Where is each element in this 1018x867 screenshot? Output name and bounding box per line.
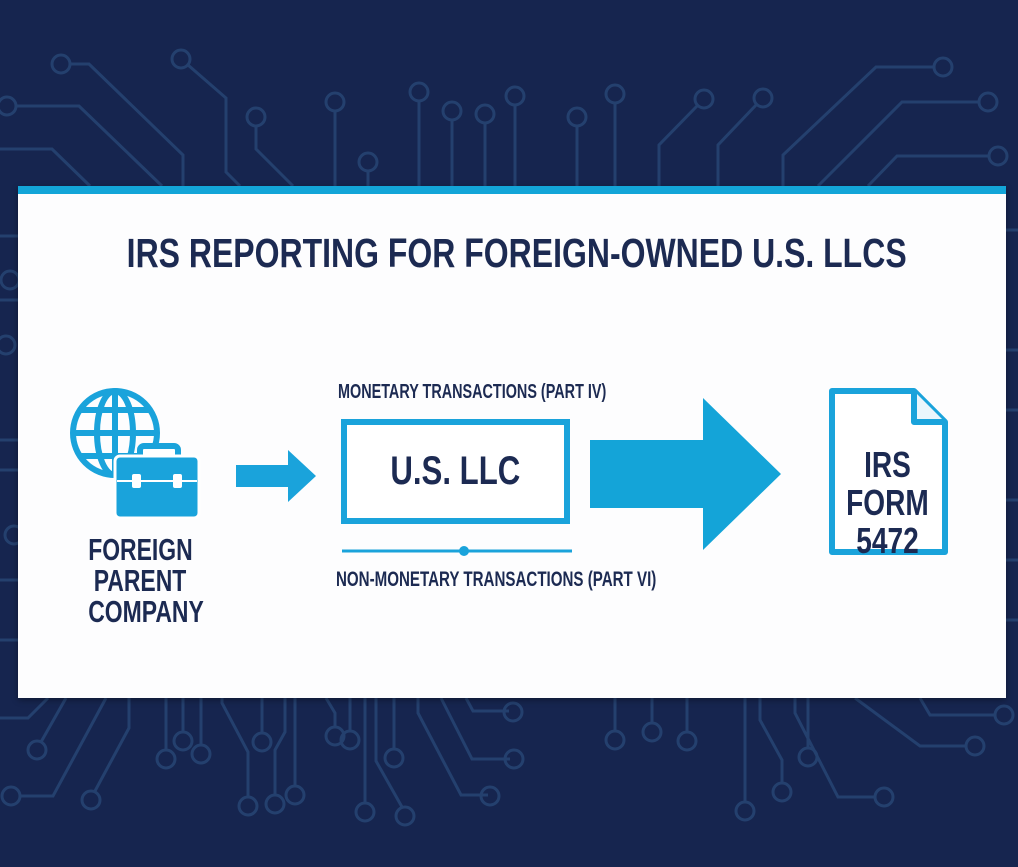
form-label-line: IRS — [864, 444, 911, 485]
form-label-line: FORM — [846, 482, 929, 523]
parent-label-line: FOREIGN — [88, 532, 193, 567]
large-arrow-right-icon — [590, 398, 781, 550]
document-icon — [829, 388, 948, 555]
arrow-right-icon — [236, 450, 316, 502]
monetary-transactions-label: MONETARY TRANSACTIONS (PART IV) — [338, 381, 607, 403]
parent-label-line: COMPANY — [88, 594, 204, 629]
transaction-divider-line — [342, 546, 572, 556]
diagram-card: IRS REPORTING FOR FOREIGN-OWNED U.S. LLC… — [18, 186, 1006, 698]
briefcase-icon — [113, 443, 201, 520]
globe-briefcase-icon — [70, 388, 201, 520]
us-llc-label: U.S. LLC — [390, 449, 521, 493]
form-label-line: 5472 — [856, 520, 919, 561]
card-accent-bar — [18, 186, 1006, 194]
parent-label-line: PARENT — [93, 563, 187, 598]
foreign-parent-label: FOREIGN PARENT COMPANY — [88, 532, 204, 629]
diagram-title: IRS REPORTING FOR FOREIGN-OWNED U.S. LLC… — [126, 230, 907, 276]
irs-form-label: IRS FORM 5472 — [841, 446, 934, 560]
non-monetary-transactions-label: NON-MONETARY TRANSACTIONS (PART VI) — [336, 568, 657, 591]
us-llc-box: U.S. LLC — [341, 419, 570, 524]
